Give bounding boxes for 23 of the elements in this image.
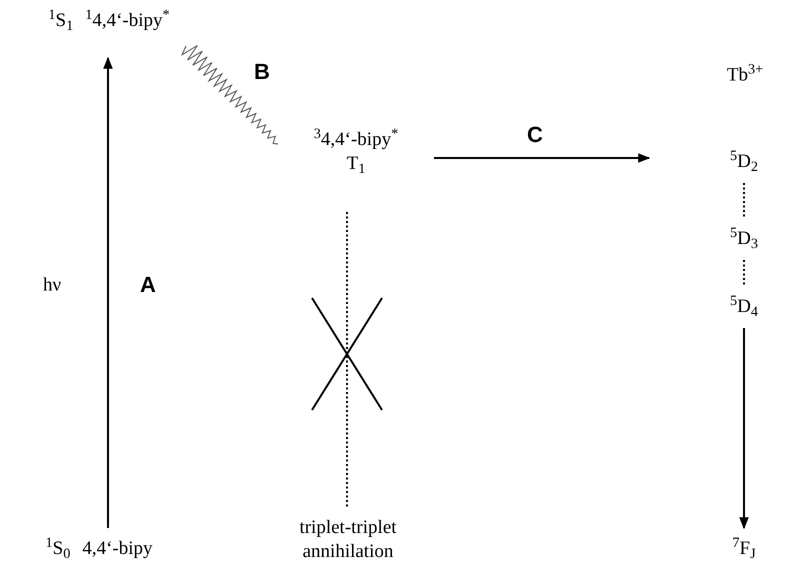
edge-label: C [527, 124, 543, 146]
state-label: 4,4‘-bipy [82, 537, 152, 561]
ion-label: Tb$^{3+}$ [726, 66, 764, 84]
dotted-line [346, 212, 348, 508]
arrow [434, 153, 650, 163]
state-label: $^{1}$4,4‘-bipy$^{*}$ [85, 9, 170, 33]
state-label: triplet-triplet annihilation [298, 516, 398, 564]
arrow [739, 328, 749, 530]
state-label: $^{3}$4,4‘-bipy$^{*}$ [314, 128, 398, 152]
state-label: $^{5}$D$_{4}$ [730, 295, 758, 319]
photon-label: hν [42, 276, 62, 294]
state-label: $^{1}$S$_{1}$ [48, 9, 74, 33]
arrow [103, 56, 113, 528]
dotted-line [743, 260, 745, 286]
state-label: $^{7}$F$_{J}$ [732, 537, 756, 561]
wavy-line [181, 45, 278, 144]
dotted-line [743, 183, 745, 218]
edge-label: A [140, 274, 156, 296]
state-label: T$_{1}$ [346, 152, 366, 176]
state-label: $^{5}$D$_{3}$ [730, 227, 758, 251]
state-label: $^{1}$S$_{0}$ [45, 537, 70, 561]
edge-label: B [254, 61, 270, 83]
state-label: $^{5}$D$_{2}$ [730, 150, 758, 174]
